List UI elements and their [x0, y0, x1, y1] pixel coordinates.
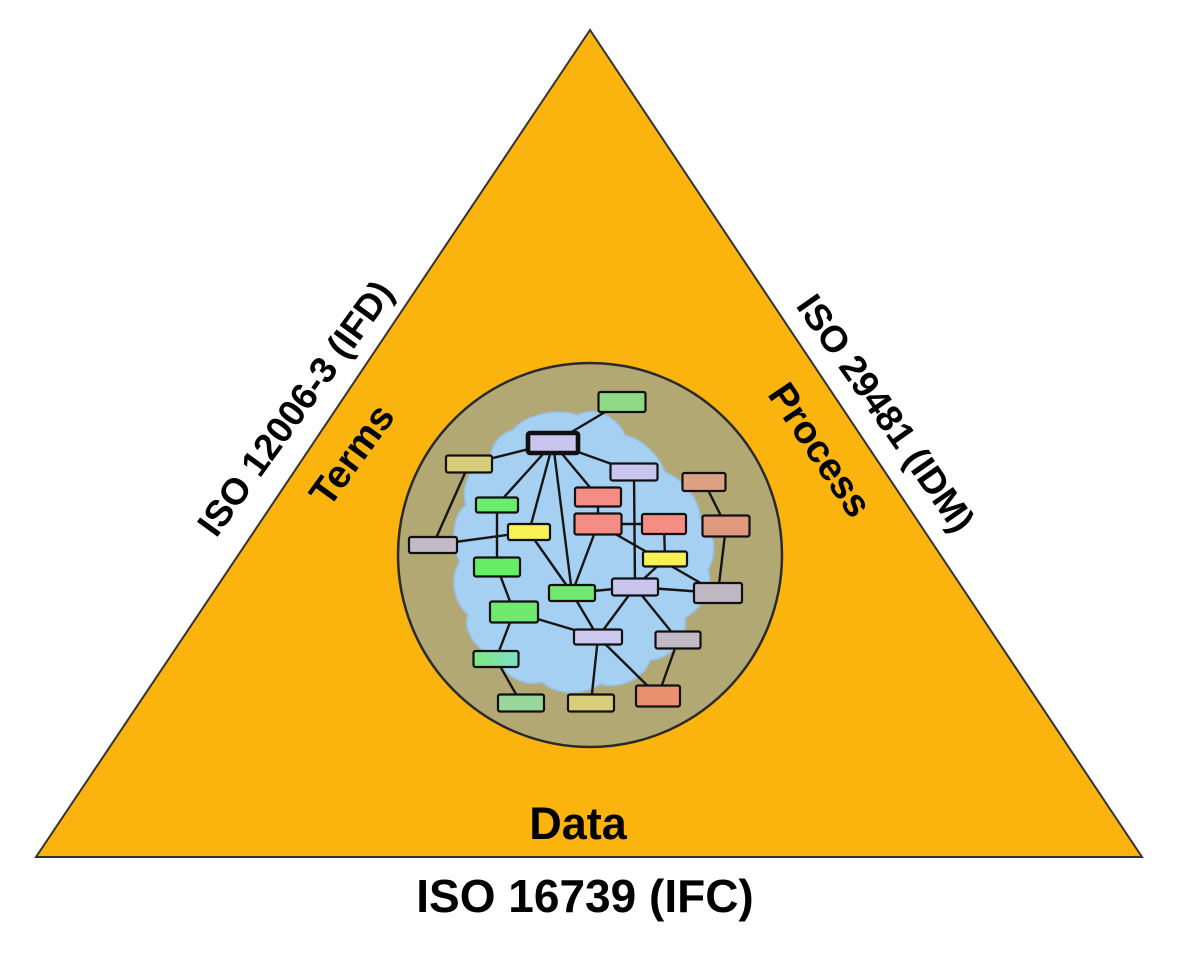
- schema-node-n5: [681, 471, 727, 493]
- schema-edge-n2-n11: [527, 442, 555, 533]
- schema-node-n19: [572, 628, 624, 646]
- schema-node-n17: [547, 583, 597, 603]
- schema-node-n21: [472, 649, 520, 669]
- schema-node-n3: [444, 454, 494, 474]
- schema-node-n22: [496, 693, 546, 713]
- schema-node-n13: [641, 550, 689, 568]
- label-data: Data: [529, 798, 628, 849]
- schema-node-n8: [573, 512, 623, 536]
- schema-edge-n19-n23: [589, 636, 600, 704]
- label-iso-16739-ifc: ISO 16739 (IFC): [416, 870, 753, 922]
- schema-node-n23: [566, 693, 616, 713]
- schema-node-n10: [701, 514, 751, 538]
- schema-node-n6: [573, 486, 623, 508]
- schema-node-n7: [474, 496, 520, 514]
- schema-node-n18: [488, 600, 540, 624]
- schema-edge-n4-n15: [632, 471, 637, 588]
- schema-edge-n2-n17: [551, 442, 574, 594]
- schema-node-n4: [609, 462, 659, 482]
- schema-node-n14: [472, 556, 522, 578]
- schema-node-n12: [407, 535, 459, 555]
- schema-edge-n3-n12: [431, 463, 471, 546]
- schema-node-n16: [692, 581, 744, 605]
- schema-node-n11: [506, 522, 552, 542]
- schema-node-n15: [610, 577, 660, 597]
- schema-node-n20: [654, 630, 702, 650]
- schema-node-n1: [597, 390, 647, 414]
- schema-edge-n11-n17: [528, 531, 573, 594]
- schema-node-n9: [640, 512, 688, 536]
- schema-node-n24: [634, 684, 682, 708]
- schema-nodes: [407, 390, 751, 713]
- schema-node-n2: [525, 430, 581, 456]
